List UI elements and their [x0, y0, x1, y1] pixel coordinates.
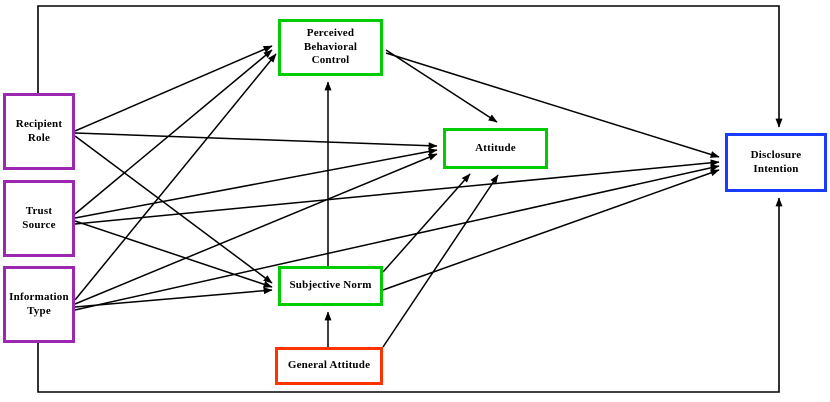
edge-recipient-sn — [74, 135, 273, 284]
node-perceived-behavioral-control[interactable]: Perceived Behavioral Control — [278, 19, 383, 76]
node-attitude-label: Attitude — [475, 141, 516, 154]
node-trust-source[interactable]: Trust Source — [3, 180, 75, 257]
edge-pbc-attitude — [385, 49, 498, 123]
edge-sn-disclosure — [382, 169, 720, 291]
node-recipient-role-line2: Role — [27, 131, 51, 144]
edge-generalattitude-attitude — [382, 174, 499, 348]
node-recipient-role[interactable]: Recipient Role — [3, 93, 75, 170]
node-recipient-role-line1: Recipient — [15, 117, 63, 130]
node-subjective-norm-label: Subjective Norm — [289, 279, 372, 292]
edge-trust-disclosure — [74, 159, 720, 225]
node-disclosure-intention[interactable]: Disclosure Intention — [725, 133, 827, 192]
edge-infotype-pbc — [74, 53, 277, 301]
edge-pbc-disclosure — [385, 52, 720, 158]
node-general-attitude[interactable]: General Attitude — [275, 347, 383, 385]
edge-infotype-disclosure — [74, 164, 720, 311]
edge-trust-attitude — [74, 148, 438, 219]
edge-recipient-attitude — [74, 132, 438, 150]
node-information-type-line2: Type — [27, 304, 51, 317]
node-subjective-norm[interactable]: Subjective Norm — [278, 266, 383, 306]
node-attitude[interactable]: Attitude — [443, 128, 548, 169]
node-disclosure-intention-line1: Disclosure — [750, 148, 802, 161]
node-pbc-line2: Behavioral Control — [303, 40, 358, 67]
edge-infotype-attitude — [74, 153, 438, 305]
node-trust-source-line2: Source — [22, 218, 56, 231]
node-pbc-line1: Perceived — [306, 26, 355, 39]
edge-recipient-pbc — [74, 45, 273, 132]
node-disclosure-intention-line2: Intention — [753, 162, 799, 175]
node-information-type[interactable]: Information Type — [3, 266, 75, 343]
edge-trust-pbc — [74, 49, 273, 215]
edge-outer-bottom — [37, 197, 783, 393]
node-information-type-line1: Information — [9, 290, 69, 303]
edge-sn-attitude — [382, 173, 471, 273]
edge-trust-sn — [74, 220, 273, 288]
edge-infotype-sn — [74, 287, 273, 308]
edge-outer-top — [37, 5, 783, 128]
node-general-attitude-label: General Attitude — [287, 359, 371, 372]
node-trust-source-line1: Trust — [25, 204, 53, 217]
